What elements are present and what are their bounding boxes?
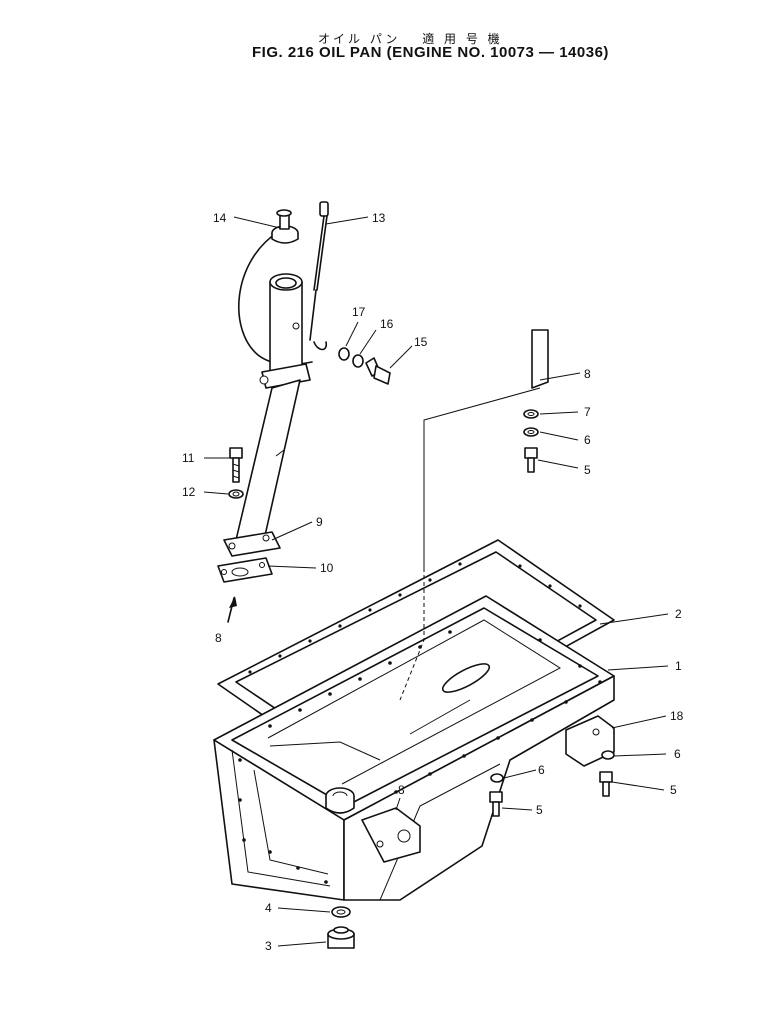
callout-13: 13: [372, 211, 386, 225]
oil-pan-body: [213, 387, 615, 901]
callout-6-pipe: 6: [584, 433, 591, 447]
suction-pipe-stack: [523, 329, 549, 473]
callout-8-pan: 8: [398, 783, 405, 797]
callout-9: 9: [316, 515, 323, 529]
callout-17: 17: [352, 305, 366, 319]
dipstick: [309, 201, 329, 351]
callout-8-pipe: 8: [584, 367, 591, 381]
callout-12: 12: [182, 485, 196, 499]
callout-15: 15: [414, 335, 428, 349]
callout-4: 4: [265, 901, 272, 915]
callout-11: 11: [182, 451, 195, 465]
callout-8-arrow: 8: [215, 631, 222, 645]
callout-numbers: 14 13 17 16 15 8 7 6 5 11 12 9 10 8 2 1 …: [182, 211, 684, 953]
figure-subtitle-japanese: オイル パン 適 用 号 機: [318, 32, 503, 46]
callout-6-mid: 6: [538, 763, 545, 777]
bolt-washer-mid: [489, 773, 504, 817]
callout-18: 18: [670, 709, 684, 723]
callout-3: 3: [265, 939, 272, 953]
callout-14: 14: [213, 211, 227, 225]
figure-title: FIG. 216 OIL PAN (ENGINE NO. 10073 — 140…: [252, 44, 609, 61]
callout-5-bracket: 5: [670, 783, 677, 797]
bolt-11: [229, 447, 243, 483]
callout-5-mid: 5: [536, 803, 543, 817]
callout-2: 2: [675, 607, 682, 621]
oil-filler-cap: [271, 209, 299, 244]
callout-16: 16: [380, 317, 394, 331]
bolt-15-set: [338, 347, 391, 385]
drain-plug: [327, 906, 355, 949]
callout-5-pipe: 5: [584, 463, 591, 477]
dipstick-tube-assembly: [217, 201, 329, 623]
filler-tube: [223, 273, 311, 557]
callout-6-bracket: 6: [674, 747, 681, 761]
leader-lines: [203, 216, 669, 947]
callout-7: 7: [584, 405, 591, 419]
callout-1: 1: [675, 659, 682, 673]
bracket-18: [565, 715, 615, 797]
callout-10: 10: [320, 561, 334, 575]
